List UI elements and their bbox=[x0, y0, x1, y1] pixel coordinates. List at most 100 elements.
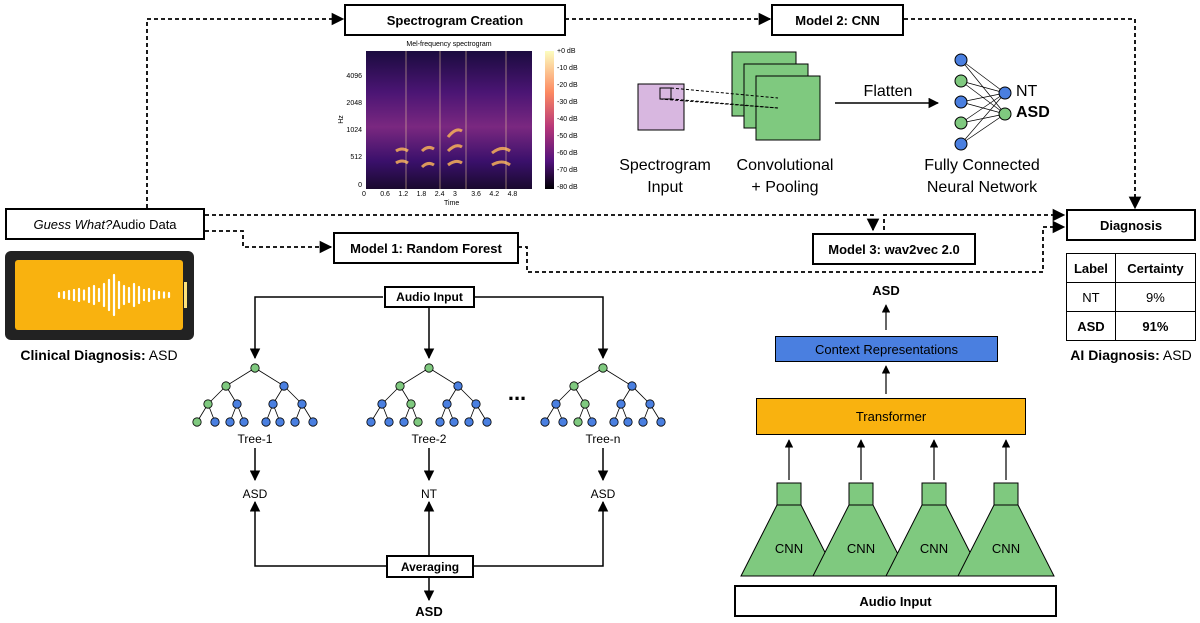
ai-label: AI Diagnosis: bbox=[1070, 347, 1160, 363]
colorbar-tick: -20 dB bbox=[557, 82, 578, 89]
tree-node bbox=[551, 399, 561, 409]
tree-node bbox=[453, 381, 463, 391]
row-nt-value: 9% bbox=[1114, 282, 1197, 312]
table-row: NT 9% bbox=[1066, 282, 1197, 312]
tree-node bbox=[424, 363, 434, 373]
spectrogram-x-tick: 1.2 bbox=[398, 191, 409, 198]
phone-screen bbox=[15, 260, 187, 330]
row-nt-label: NT bbox=[1066, 282, 1116, 312]
tree-1-output: ASD bbox=[242, 487, 268, 501]
tree-node bbox=[232, 399, 242, 409]
diagnosis-box: Diagnosis bbox=[1066, 209, 1196, 241]
tree-node bbox=[261, 417, 271, 427]
ai-value: ASD bbox=[1162, 347, 1192, 363]
cnn-conv-label-2: + Pooling bbox=[751, 179, 819, 196]
tree-node bbox=[623, 417, 633, 427]
tree-node bbox=[225, 417, 235, 427]
spectrogram-x-tick: 3 bbox=[453, 191, 457, 198]
diagnosis-table-header: Label Certainty bbox=[1066, 253, 1197, 283]
tree-2-output: NT bbox=[421, 487, 437, 501]
tree-node bbox=[569, 381, 579, 391]
tree-node bbox=[413, 417, 423, 427]
tree-node bbox=[627, 381, 637, 391]
clinical-diagnosis: Clinical Diagnosis: ASD bbox=[20, 347, 177, 363]
clinical-value: ASD bbox=[148, 347, 178, 363]
spectrogram-x-tick: 2.4 bbox=[434, 191, 445, 198]
tree-n-output: ASD bbox=[590, 487, 616, 501]
spectrogram-title: Mel-frequency spectrogram bbox=[406, 41, 492, 48]
colorbar-tick: -50 dB bbox=[557, 133, 578, 140]
tree-node bbox=[482, 417, 492, 427]
spectrogram-y-tick: 2048 bbox=[346, 100, 362, 107]
tree-node bbox=[442, 399, 452, 409]
tree-node bbox=[540, 417, 550, 427]
tree-node bbox=[297, 399, 307, 409]
cnn-block-neck bbox=[848, 482, 874, 506]
tree-node bbox=[268, 399, 278, 409]
cnn-block-neck bbox=[921, 482, 947, 506]
diagnosis-table: Label Certainty NT 9% ASD 91% bbox=[1066, 253, 1197, 341]
tree-node bbox=[308, 417, 318, 427]
tree-node bbox=[221, 381, 231, 391]
tree-node bbox=[239, 417, 249, 427]
wav2vec-output: ASD bbox=[872, 283, 900, 298]
transformer-block: Transformer bbox=[756, 398, 1026, 435]
colorbar-tick: -30 dB bbox=[557, 99, 578, 106]
tree-node bbox=[377, 399, 387, 409]
tree-node bbox=[638, 417, 648, 427]
tree-node bbox=[250, 363, 260, 373]
cnn-box: Model 2: CNN bbox=[771, 4, 904, 36]
rf-audio-input-box: Audio Input bbox=[384, 286, 475, 308]
tree-node bbox=[384, 417, 394, 427]
flatten-label: Flatten bbox=[863, 83, 913, 100]
cnn-conv-label-1: Convolutional bbox=[736, 157, 834, 174]
tree-node bbox=[275, 417, 285, 427]
ai-diagnosis: AI Diagnosis: ASD bbox=[1070, 347, 1191, 363]
row-asd-value: 91% bbox=[1114, 311, 1197, 341]
spectrogram-image bbox=[366, 51, 532, 189]
cnn-block-1: CNN bbox=[774, 541, 804, 556]
cnn-conv-label: Convolutional + Pooling bbox=[737, 155, 834, 199]
tree-node bbox=[580, 399, 590, 409]
nn-label-2: Neural Network bbox=[926, 179, 1038, 196]
tree-node bbox=[609, 417, 619, 427]
spectrogram-y-tick: 512 bbox=[350, 154, 362, 161]
input-box: Guess What? Audio Data bbox=[5, 208, 205, 240]
wav2vec-box: Model 3: wav2vec 2.0 bbox=[812, 233, 976, 265]
tree-node bbox=[406, 399, 416, 409]
spectrogram-x-tick: 4.8 bbox=[507, 191, 518, 198]
spectrogram-y-label: Hz bbox=[337, 115, 345, 124]
colorbar-tick: -60 dB bbox=[557, 150, 578, 157]
rf-ellipsis: ... bbox=[507, 380, 527, 405]
colorbar-tick: -40 dB bbox=[557, 116, 578, 123]
wav2vec-audio-input: Audio Input bbox=[734, 585, 1057, 617]
spectrogram-x-tick: 0 bbox=[362, 191, 366, 198]
tree-node bbox=[210, 417, 220, 427]
tree-node bbox=[558, 417, 568, 427]
clinical-label: Clinical Diagnosis: bbox=[20, 347, 146, 363]
spectrogram-y-tick: 1024 bbox=[346, 127, 362, 134]
spectrogram-x-tick: 3.6 bbox=[471, 191, 481, 198]
tree-node bbox=[656, 417, 666, 427]
cnn-input-label-2: Input bbox=[647, 179, 683, 196]
tree-node bbox=[435, 417, 445, 427]
input-title-italic: Guess What? bbox=[33, 216, 113, 232]
table-row: ASD 91% bbox=[1066, 311, 1197, 341]
cnn-block-4: CNN bbox=[991, 541, 1021, 556]
input-title-rest: Audio Data bbox=[112, 216, 177, 232]
spectrogram-x-tick: 4.2 bbox=[489, 191, 500, 198]
tree-1-label: Tree-1 bbox=[237, 432, 273, 446]
spectrogram-y-tick: 0 bbox=[358, 182, 362, 189]
context-representations: Context Representations bbox=[775, 336, 998, 362]
colorbar-tick: -80 dB bbox=[557, 184, 578, 191]
waveform-icon bbox=[57, 273, 171, 317]
tree-node bbox=[587, 417, 597, 427]
tree-node bbox=[449, 417, 459, 427]
cnn-input-label: Spectrogram Input bbox=[619, 155, 711, 199]
tree-node bbox=[645, 399, 655, 409]
tree-node bbox=[464, 417, 474, 427]
averaging-box: Averaging bbox=[386, 555, 474, 578]
spectrogram-box: Spectrogram Creation bbox=[344, 4, 566, 36]
tree-node bbox=[192, 417, 202, 427]
